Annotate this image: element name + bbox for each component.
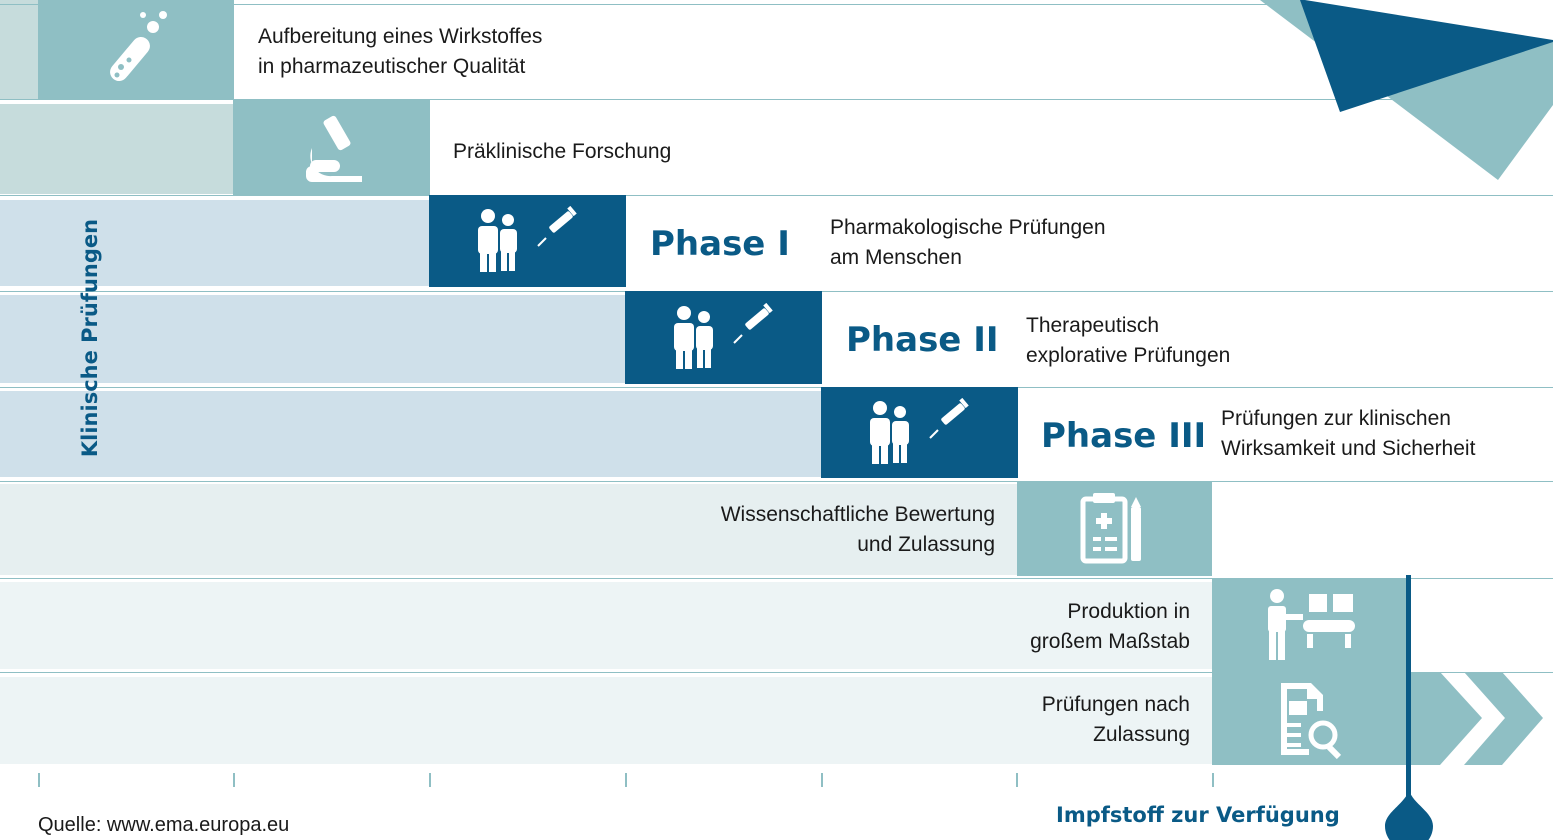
people-syringe-icon — [477, 206, 577, 272]
step-8-label-line-1: Prüfungen nach — [1041, 693, 1190, 716]
timeline-tick — [233, 773, 235, 787]
step-3-label: Pharmakologische Prüfungen am Menschen — [830, 213, 1106, 273]
step-4-label-line-1: Therapeutisch — [1026, 314, 1160, 337]
people-syringe-icon — [869, 397, 969, 464]
milestone-label: Impfstoff zur Verfügung — [1056, 803, 1340, 827]
step-8-label-line-2: Zulassung — [1093, 723, 1190, 746]
band-step-8 — [0, 677, 1212, 764]
step-4-label-line-2: explorative Prüfungen — [1026, 344, 1231, 367]
separator-line — [0, 195, 1553, 196]
separator-line — [0, 578, 1553, 579]
separator-line — [0, 672, 1553, 673]
step-7-icon-box — [1212, 578, 1409, 673]
step-1-label-line-1: Aufbereitung eines Wirkstoffes — [258, 25, 543, 48]
document-search-icon — [1280, 682, 1341, 759]
step-1-label-line-2: in pharmazeutischer Qualität — [258, 55, 526, 78]
step-7-label-line-1: Produktion in — [1067, 600, 1190, 623]
timeline-tick — [625, 773, 627, 787]
separator-line — [0, 4, 1553, 5]
phase-1-title: Phase I — [650, 224, 790, 264]
microscope-icon — [305, 115, 362, 182]
band-step-4 — [0, 295, 626, 383]
step-3-icon-box — [429, 195, 626, 287]
step-5-icon-box — [821, 387, 1018, 478]
band-step-3 — [0, 200, 430, 286]
test-tube-icon — [110, 10, 167, 81]
separator-line — [0, 387, 1553, 388]
step-6-label-line-1: Wissenschaftliche Bewertung — [720, 503, 995, 526]
step-4-label: Therapeutisch explorative Prüfungen — [1026, 311, 1230, 371]
step-6-label-line-2: und Zulassung — [857, 533, 995, 556]
step-6-label: Wissenschaftliche Bewertung und Zulassun… — [610, 500, 995, 560]
step-7-label-line-2: großem Maßstab — [1030, 630, 1190, 653]
source-note: Quelle: www.ema.europa.eu — [38, 814, 290, 836]
step-3-label-line-2: am Menschen — [830, 246, 962, 269]
band-step-1 — [0, 0, 40, 99]
band-step-6 — [0, 484, 1017, 575]
step-1-icon-box — [38, 0, 234, 99]
step-1-label: Aufbereitung eines Wirkstoffes in pharma… — [258, 22, 542, 82]
step-6-icon-box — [1017, 481, 1212, 576]
separator-line — [0, 481, 1553, 482]
production-worker-icon — [1267, 588, 1355, 660]
step-8-icon-box — [1212, 672, 1409, 765]
step-7-label: Produktion in großem Maßstab — [900, 597, 1190, 657]
timeline-tick — [38, 773, 40, 787]
clipboard-icon — [1080, 492, 1141, 563]
step-2-icon-box — [233, 100, 430, 195]
step-8-arrow — [1212, 672, 1543, 765]
separator-line — [0, 99, 1553, 100]
band-step-5 — [0, 391, 822, 477]
step-3-label-line-1: Pharmakologische Prüfungen — [830, 216, 1106, 239]
timeline-tick — [1212, 773, 1214, 787]
timeline-tick — [821, 773, 823, 787]
decorative-triangle-graphic — [1260, 0, 1553, 180]
timeline-tick — [1016, 773, 1018, 787]
step-5-label-line-1: Prüfungen zur klinischen — [1221, 407, 1451, 430]
step-2-label: Präklinische Forschung — [453, 137, 671, 167]
milestone-line — [1406, 575, 1411, 805]
step-4-icon-box — [625, 291, 822, 384]
step-5-label-line-2: Wirksamkeit und Sicherheit — [1221, 437, 1476, 460]
clinical-trials-label: Klinische Prüfungen — [78, 218, 102, 458]
phase-2-title: Phase II — [846, 320, 999, 360]
people-syringe-icon — [673, 302, 773, 369]
step-2-label-line-1: Präklinische Forschung — [453, 140, 672, 163]
step-5-label: Prüfungen zur klinischen Wirksamkeit und… — [1221, 404, 1475, 464]
timeline-tick — [429, 773, 431, 787]
step-8-label: Prüfungen nach Zulassung — [900, 690, 1190, 750]
phase-3-title: Phase III — [1041, 416, 1207, 456]
band-step-2 — [0, 104, 234, 194]
band-step-7 — [0, 582, 1212, 669]
milestone-drop-marker — [1385, 790, 1433, 840]
